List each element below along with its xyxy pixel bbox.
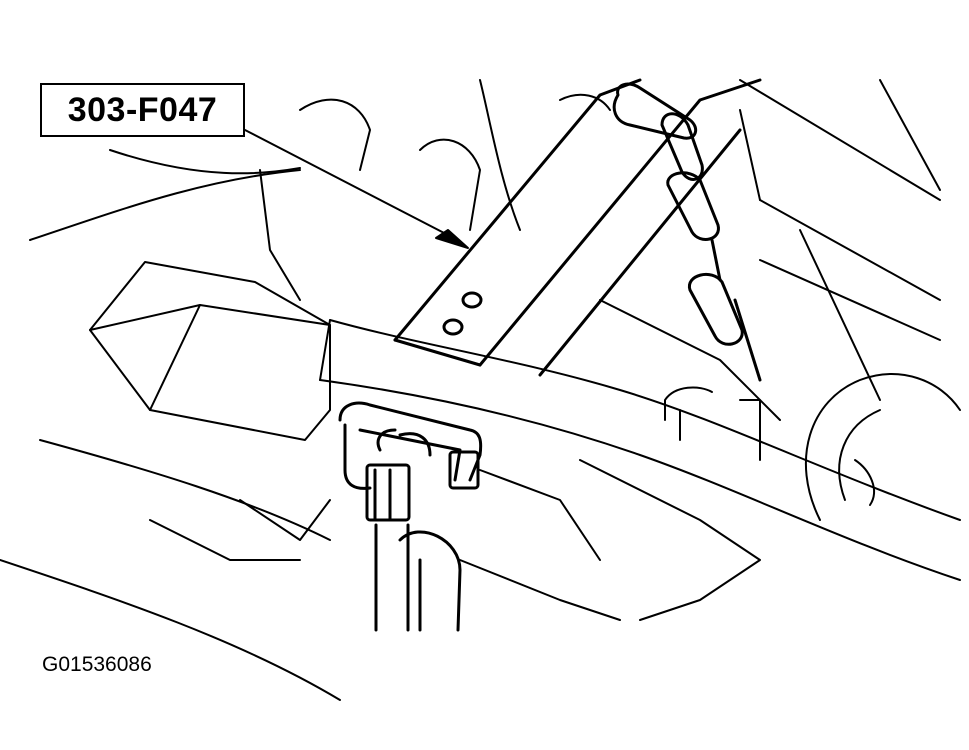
figure-id-label: G01536086 <box>42 653 152 676</box>
callout-leader <box>244 129 469 249</box>
upper-chain <box>612 82 762 382</box>
background-frame <box>0 79 941 701</box>
hook-bracket <box>664 386 761 461</box>
tool-number-label: 303-F047 <box>67 90 218 129</box>
tool-callout-box: 303-F047 <box>40 83 245 137</box>
engine-block <box>89 261 331 441</box>
pulley-outline <box>805 373 961 521</box>
lower-chain <box>365 463 462 632</box>
frame-rail <box>319 319 961 581</box>
lifting-bar <box>393 78 762 377</box>
